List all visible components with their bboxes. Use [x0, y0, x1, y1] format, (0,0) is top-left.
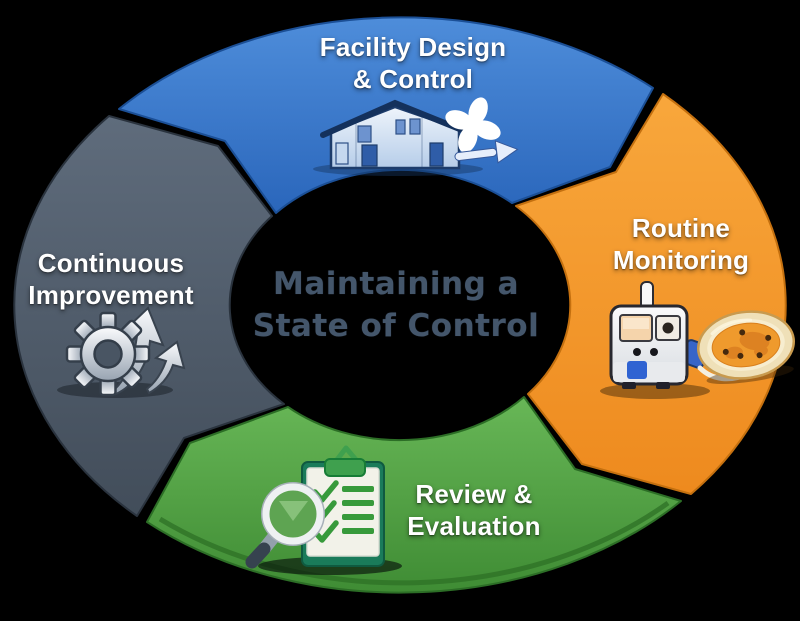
building-door	[429, 142, 444, 167]
label-line: Improvement	[28, 280, 194, 310]
device-button	[633, 348, 641, 356]
facility-building-icon	[313, 99, 483, 176]
label-line: Review &	[415, 479, 533, 509]
rising-arrow-small	[145, 340, 186, 395]
device-button	[650, 348, 658, 356]
label-line: & Control	[352, 64, 474, 94]
air-sampler-icon	[600, 281, 751, 399]
building-windows	[357, 118, 421, 143]
checklist-clipboard-icon	[245, 445, 402, 575]
gear-rising-arrows-icon	[57, 306, 186, 398]
magnifier-handle	[245, 542, 271, 569]
airflow-arrow-icon	[454, 140, 519, 164]
clipboard-clip-ring	[333, 445, 360, 464]
label-line: Evaluation	[407, 511, 541, 541]
device-base	[613, 362, 685, 382]
device-knob	[662, 322, 674, 334]
label-facility-design-control: Facility Design & Control	[283, 31, 543, 95]
title-line: Maintaining a	[273, 266, 519, 302]
ventilation-fan-icon	[445, 97, 501, 153]
device-foot	[622, 382, 636, 389]
device-foot	[656, 382, 670, 389]
device-blue-tab	[627, 361, 647, 379]
clipboard-clip	[324, 458, 366, 477]
gear-hole	[93, 339, 123, 369]
segment-bottom-edge-shade	[158, 500, 670, 586]
label-review-evaluation: Review & Evaluation	[354, 478, 594, 542]
gear-icon	[65, 311, 151, 397]
magnifier-icon	[245, 482, 325, 569]
building-door	[361, 144, 378, 167]
label-routine-monitoring: Routine Monitoring	[566, 212, 796, 276]
label-line: Routine	[631, 213, 731, 243]
building-window-door	[335, 142, 349, 165]
building-roof	[320, 99, 470, 138]
label-line: Monitoring	[612, 245, 750, 275]
petri-dish-icon	[696, 310, 796, 384]
petri-colonies	[722, 329, 772, 359]
diagram-center-title: Maintaining a State of Control	[196, 263, 596, 347]
label-line: Facility Design	[319, 32, 507, 62]
title-line: State of Control	[252, 308, 540, 344]
label-line: Continuous	[37, 248, 185, 278]
segment-arc-review-evaluation	[146, 396, 682, 594]
checklist-lines	[342, 486, 374, 534]
label-continuous-improvement: Continuous Improvement	[0, 247, 222, 311]
